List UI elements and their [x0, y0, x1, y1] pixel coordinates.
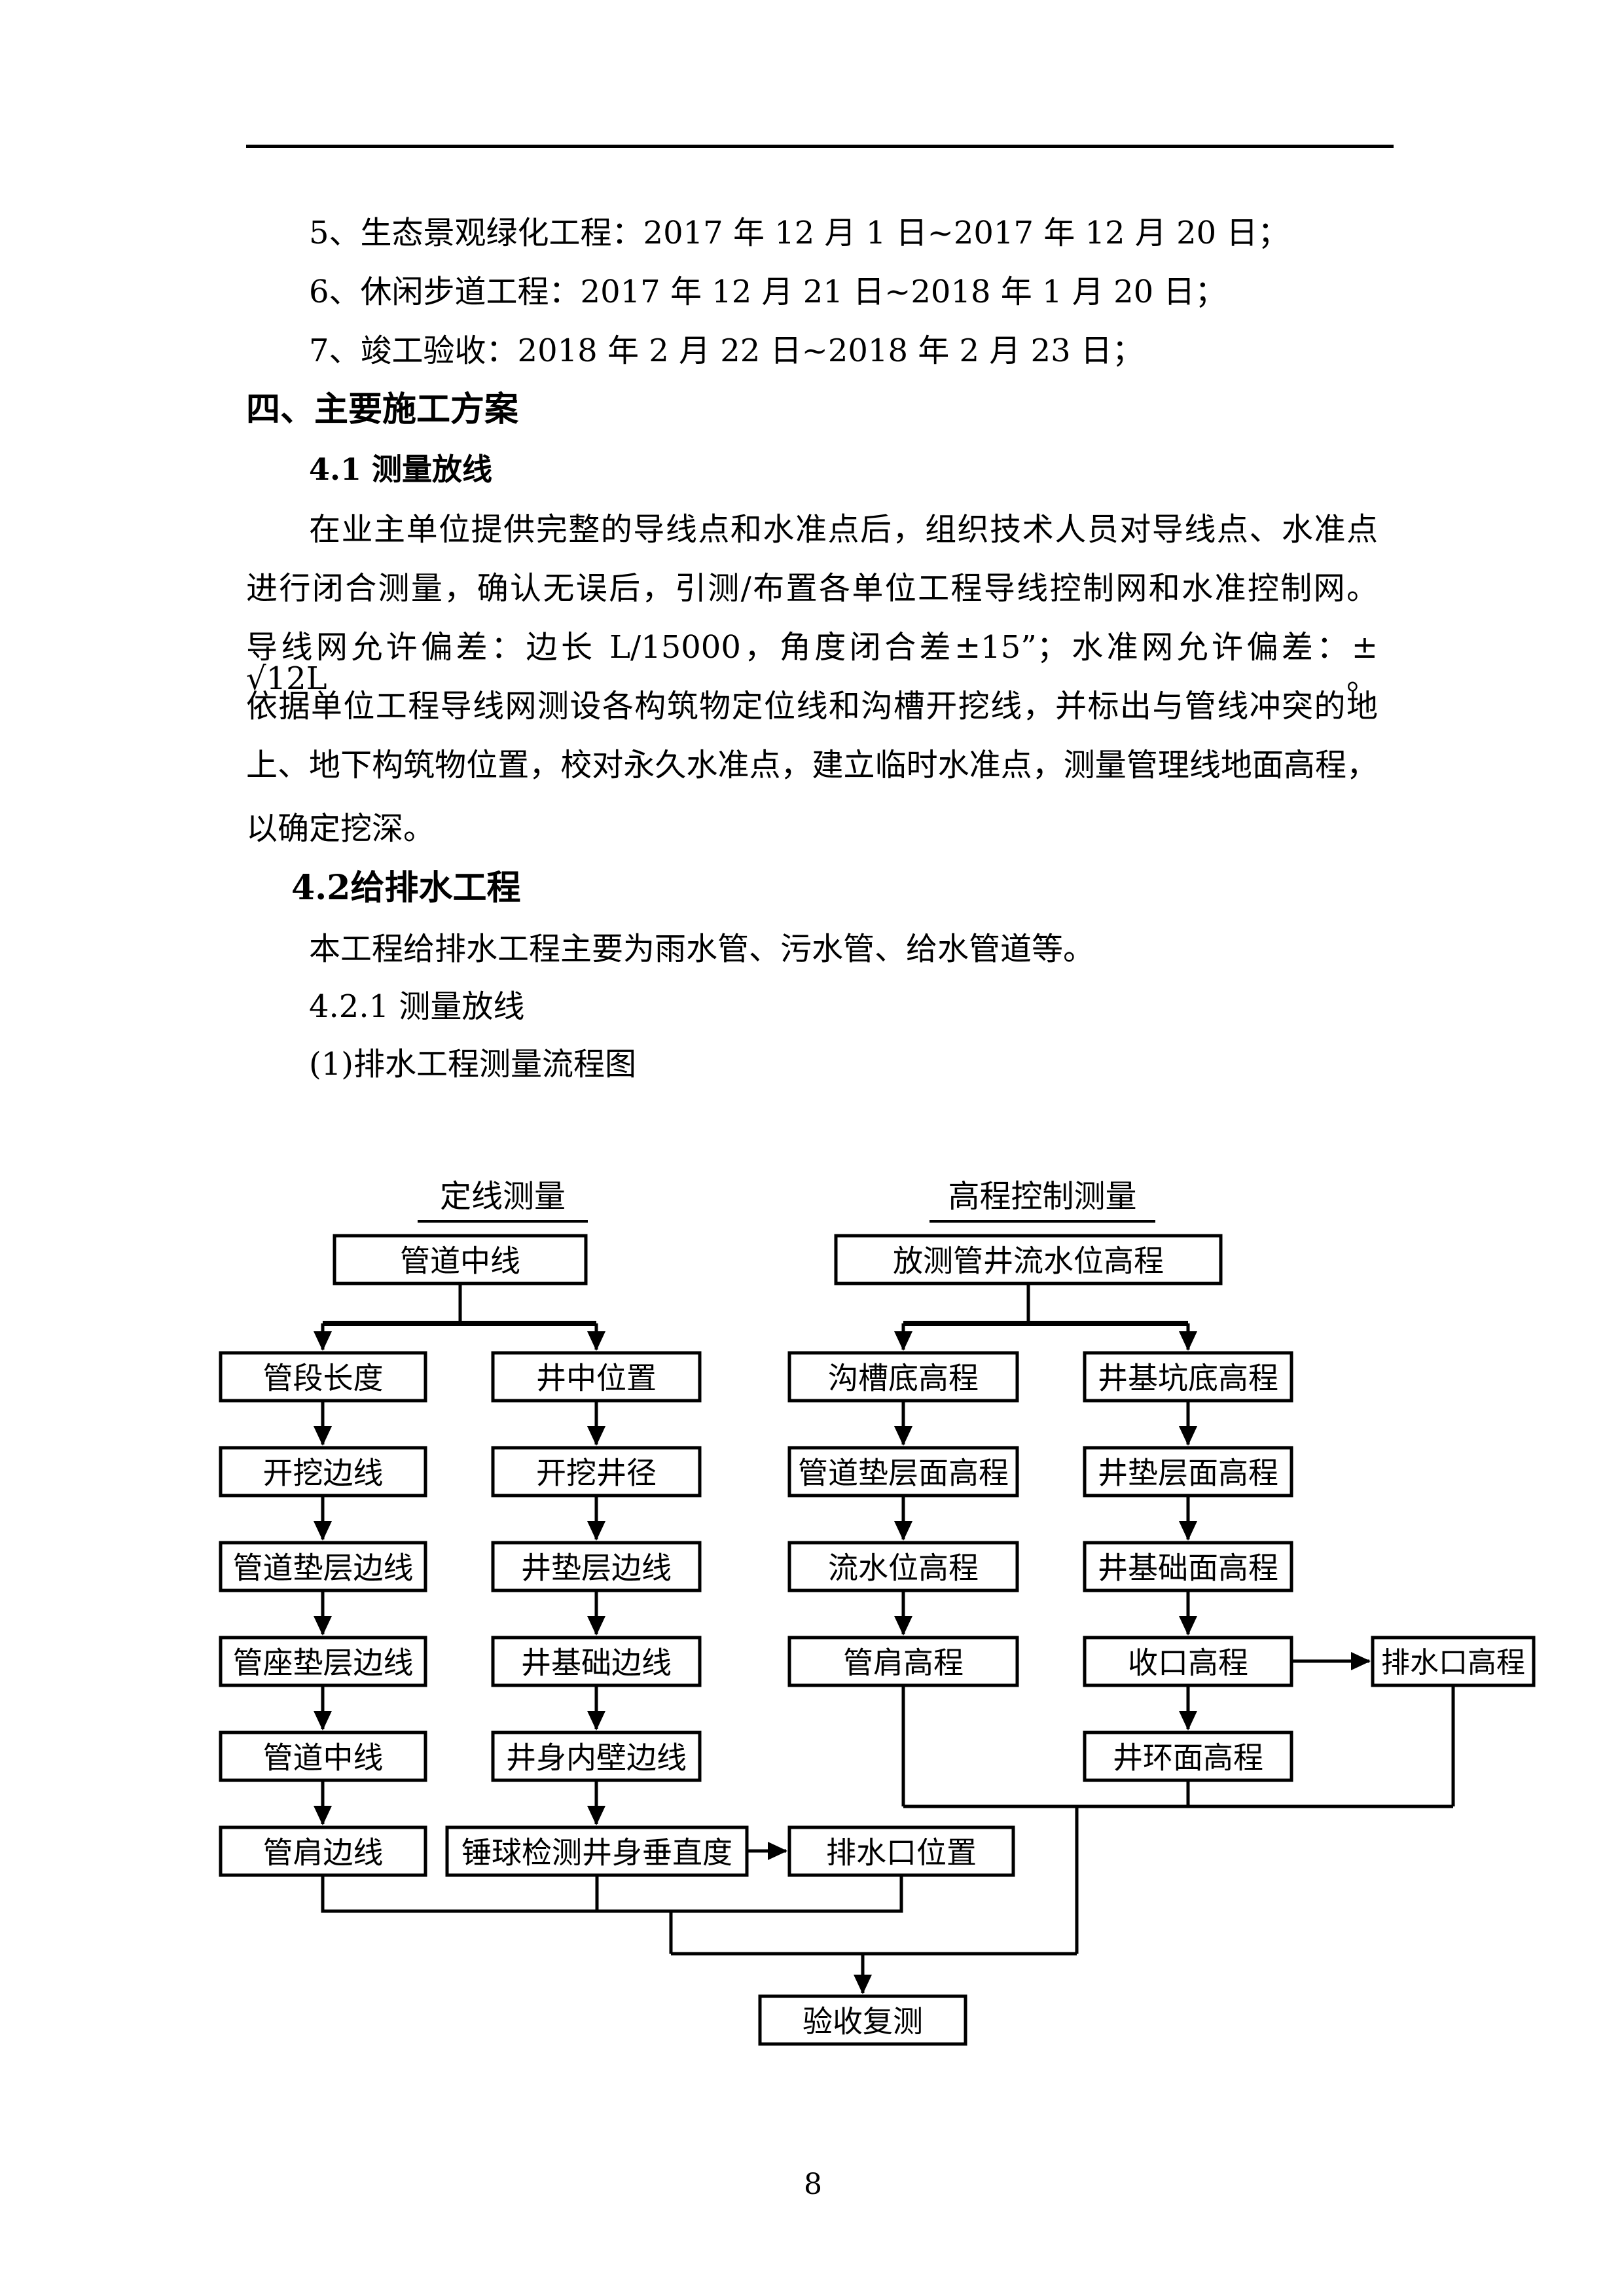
flow-node-box-d5	[1083, 1731, 1293, 1782]
flow-node-box-a4	[219, 1636, 427, 1687]
flow-node-box-b3	[491, 1541, 702, 1592]
flow-node-label-c3: 流水位高程	[828, 1551, 979, 1586]
flow-node-label-b4: 井基础边线	[521, 1645, 672, 1681]
flow-node-label-d1: 井基坑底高程	[1098, 1361, 1278, 1396]
flow-node-label-d3: 井基础面高程	[1098, 1551, 1278, 1586]
flow-node-label-b2: 开挖井径	[536, 1456, 657, 1491]
paragraph-line: 导线网允许偏差：边长 L/15000，角度闭合差±15”；水准网允许偏差：± √…	[246, 629, 1378, 697]
flow-node-label-g1: 验收复测	[803, 2004, 923, 2039]
schedule-item: 6、休闲步道工程：2017 年 12 月 21 日~2018 年 1 月 20 …	[309, 274, 1227, 310]
paragraph-line: 进行闭合测量，确认无误后，引测/布置各单位工程导线控制网和水准控制网。	[246, 570, 1378, 607]
flow-node-box-c3	[787, 1541, 1019, 1592]
flow-node-label-d2: 井垫层面高程	[1098, 1456, 1278, 1491]
flow-node-label-a6: 管肩边线	[263, 1835, 384, 1871]
flow-node-label-b3: 井垫层边线	[521, 1551, 672, 1586]
flow-node-label-a3: 管道垫层边线	[233, 1551, 414, 1586]
page-number: 8	[804, 2168, 822, 2201]
flow-node-box-f1	[787, 1825, 1015, 1877]
flow-node-box-d2	[1083, 1446, 1293, 1498]
flow-node-box-d4	[1083, 1636, 1293, 1687]
subsection-heading-4-1: 4.1 测量放线	[309, 452, 493, 487]
flow-node-label-d4: 收口高程	[1128, 1645, 1248, 1681]
header-rule	[246, 145, 1394, 148]
schedule-item: 7、竣工验收：2018 年 2 月 22 日~2018 年 2 月 23 日；	[309, 332, 1144, 369]
flow-node-box-a2	[219, 1446, 427, 1498]
schedule-item: 5、生态景观绿化工程：2017 年 12 月 1 日~2017 年 12 月 2…	[309, 215, 1290, 251]
flow-connector-27	[321, 1875, 903, 1913]
flow-node-box-c1	[787, 1351, 1019, 1403]
flow-node-label-a2: 开挖边线	[263, 1456, 384, 1491]
flow-node-box-a6	[219, 1825, 427, 1877]
flow-node-label-a1: 管段长度	[263, 1361, 384, 1396]
flow-node-box-b6	[445, 1825, 749, 1877]
flow-node-box-c4	[787, 1636, 1019, 1687]
flowchart-nodes: 管道中线放测管井流水位高程管段长度开挖边线管道垫层边线管座垫层边线管道中线管肩边…	[219, 1234, 1536, 2046]
flow-node-label-a5: 管道中线	[263, 1740, 384, 1776]
flow-node-box-d1	[1083, 1351, 1293, 1403]
paragraph-line: 上、地下构筑物位置，校对永久水准点，建立临时水准点，测量管理线地面高程，	[246, 747, 1378, 783]
flow-node-label-c1: 沟槽底高程	[828, 1361, 979, 1396]
flow-node-box-c2	[787, 1446, 1019, 1498]
flow-node-box-b2	[491, 1446, 702, 1498]
subsection-heading-4-2-1: 4.2.1 测量放线	[309, 988, 525, 1025]
flow-node-box-g1	[758, 1994, 967, 2046]
flow-node-label-topR: 放测管井流水位高程	[893, 1244, 1164, 1279]
flow-node-box-a1	[219, 1351, 427, 1403]
section-heading: 四、主要施工方案	[246, 389, 519, 429]
flow-node-box-b4	[491, 1636, 702, 1687]
paragraph-line: 依据单位工程导线网测设各构筑物定位线和沟槽开挖线，并标出与管线冲突的地	[246, 688, 1378, 725]
flow-node-box-e1	[1371, 1636, 1536, 1687]
flow-node-label-f1: 排水口位置	[826, 1835, 977, 1871]
intro-line: 本工程给排水工程主要为雨水管、污水管、给水管道等。	[309, 931, 1095, 967]
flowchart-right-title: 高程控制测量	[929, 1170, 1155, 1223]
flow-node-box-d3	[1083, 1541, 1293, 1592]
flow-node-label-c2: 管道垫层面高程	[798, 1456, 1009, 1491]
flow-node-label-e1: 排水口高程	[1381, 1646, 1525, 1679]
subsection-heading-4-2: 4.2给排水工程	[291, 868, 521, 908]
flow-node-box-a3	[219, 1541, 427, 1592]
flow-node-box-topR	[834, 1234, 1223, 1285]
paragraph-line: 以确定挖深。	[246, 810, 435, 847]
flow-node-label-d5: 井环面高程	[1113, 1740, 1263, 1776]
flowchart-left-title: 定线测量	[418, 1170, 588, 1223]
flowchart-caption: (1)排水工程测量流程图	[309, 1046, 636, 1083]
flow-node-box-b1	[491, 1351, 702, 1403]
flow-node-box-topL	[333, 1234, 588, 1285]
flow-node-box-b5	[491, 1731, 702, 1782]
flowchart-links	[314, 1283, 1455, 1994]
flow-node-box-a5	[219, 1731, 427, 1782]
flow-node-label-b5: 井身内壁边线	[506, 1740, 687, 1776]
flow-node-label-b6: 锤球检测井身垂直度	[461, 1835, 732, 1871]
flow-node-label-a4: 管座垫层边线	[233, 1645, 414, 1681]
flow-node-label-c4: 管肩高程	[843, 1645, 964, 1681]
paragraph-line: 在业主单位提供完整的导线点和水准点后，组织技术人员对导线点、水准点	[309, 511, 1378, 548]
flow-node-label-b1: 井中位置	[536, 1361, 657, 1396]
flow-node-label-topL: 管道中线	[400, 1244, 520, 1279]
